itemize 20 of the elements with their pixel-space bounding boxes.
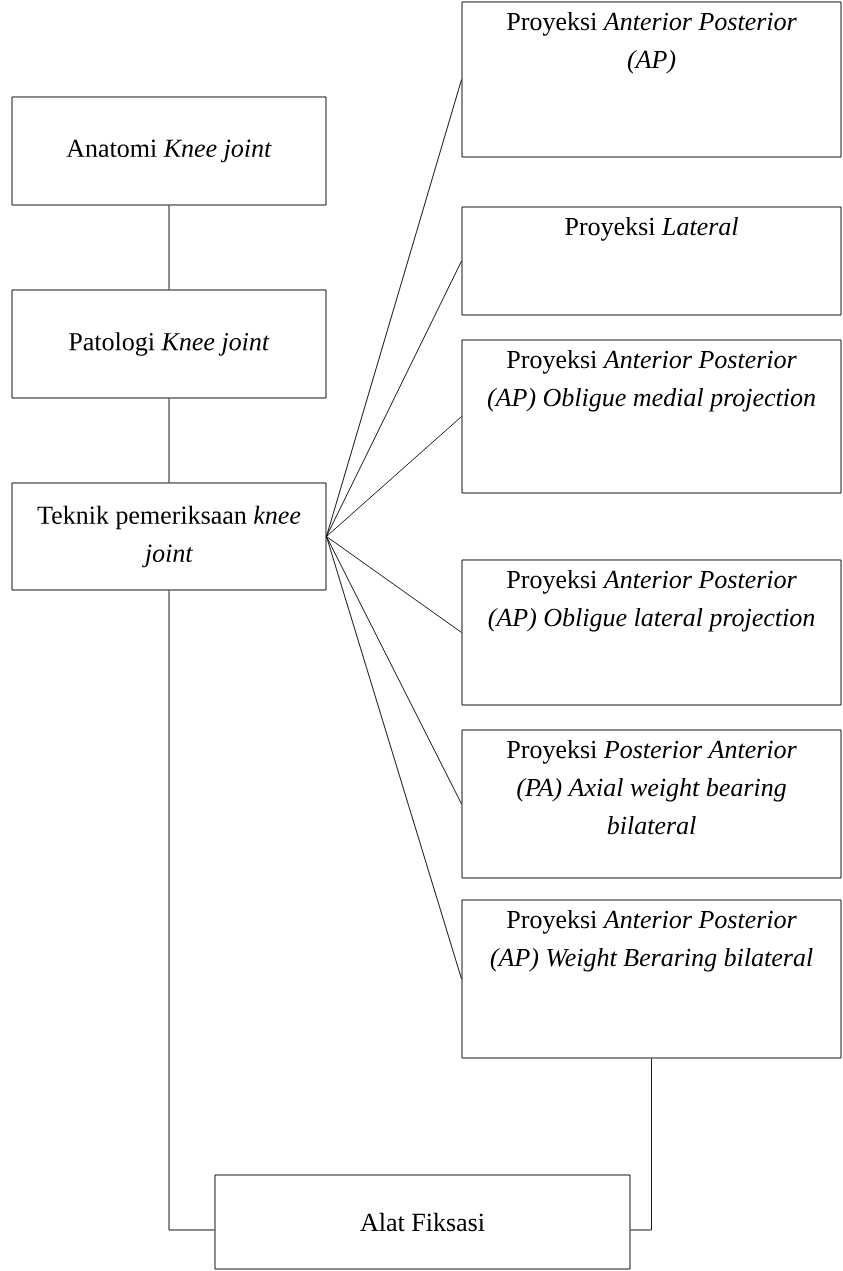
text-box: Anatomi Knee joint xyxy=(11,96,327,206)
text-box: Proyeksi Anterior Posterior (AP) xyxy=(461,1,842,158)
connector-line xyxy=(168,205,170,290)
text-box: Proyeksi Posterior Anterior (PA) Axial weight bearing bilateral xyxy=(461,729,842,879)
connector-line xyxy=(326,79,462,537)
text-box: Proyeksi Anterior Posterior (AP) Obligue medial projection xyxy=(461,339,842,494)
connector-line xyxy=(326,536,462,805)
text-box: Alat Fiksasi xyxy=(214,1174,631,1270)
text-box: Proyeksi Anterior Posterior (AP) Weight Beraring bilateral xyxy=(461,899,842,1059)
connector-line xyxy=(326,536,462,980)
connector-line xyxy=(326,260,462,537)
text-box: Patologi Knee joint xyxy=(11,289,327,399)
connector-line xyxy=(168,590,215,1231)
connector-line xyxy=(630,1058,652,1231)
text-box: Teknik pemeriksaan knee joint xyxy=(11,482,327,591)
connector-line xyxy=(168,398,170,483)
text-box: Proyeksi Anterior Posterior (AP) Obligue lateral projection xyxy=(461,559,842,706)
connector-line xyxy=(326,416,462,537)
connector-line xyxy=(326,536,462,633)
text-box: Proyeksi Lateral xyxy=(461,206,842,316)
